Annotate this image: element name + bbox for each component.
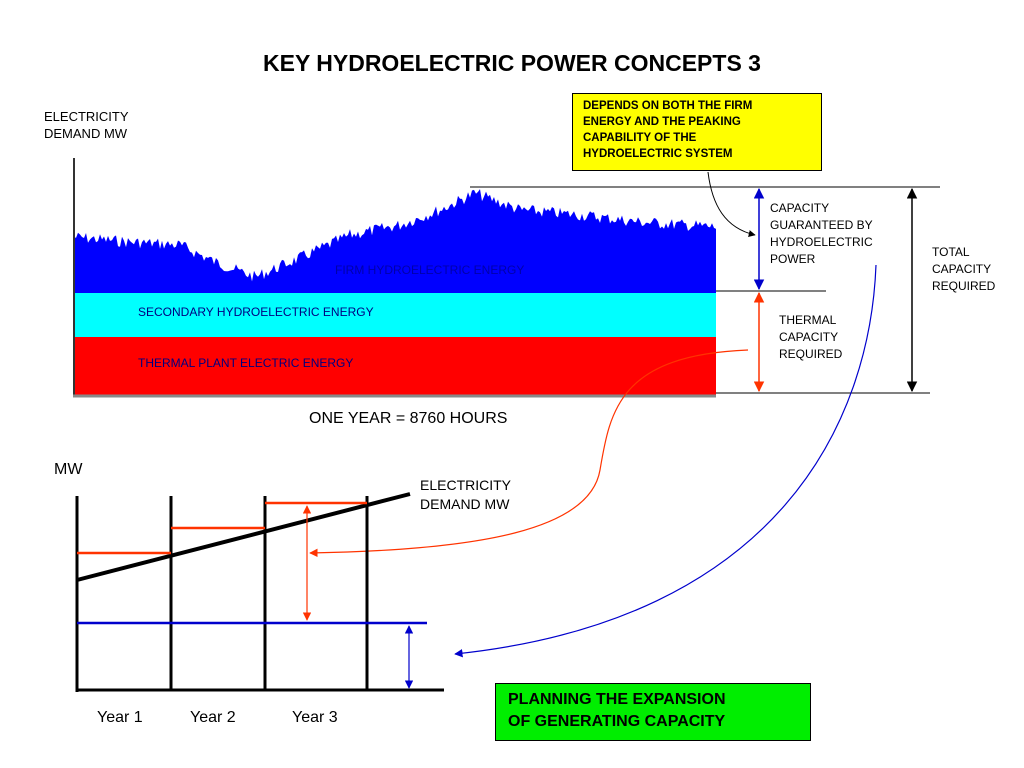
thermal-capacity-label: THERMAL CAPACITY REQUIRED [779,313,843,361]
secondary-band-label: SECONDARY HYDROELECTRIC ENERGY [138,305,374,319]
demand-trend-line [76,492,411,582]
bottom-y-axis-label: MW [54,461,83,478]
total-capacity-label: TOTAL CAPACITY REQUIRED [932,245,996,293]
secondary-hydro-band [74,293,716,337]
year-label-1: Year 1 [97,709,143,726]
year-label-3: Year 3 [292,709,338,726]
firm-band-label: FIRM HYDROELECTRIC ENERGY [335,263,525,277]
year-label-2: Year 2 [190,709,236,726]
firm-hydro-band [74,189,716,293]
planning-box: PLANNING THE EXPANSION OF GENERATING CAP… [495,683,811,741]
bottom-demand-label: ELECTRICITY DEMAND MW [420,477,512,512]
thermal-band [74,337,716,395]
callout-connector [707,171,756,237]
thermal-connector-curve [309,349,749,558]
top-y-axis-label: ELECTRICITY DEMAND MW [44,109,129,141]
callout-box: DEPENDS ON BOTH THE FIRM ENERGY AND THE … [572,93,822,171]
page-title: KEY HYDROELECTRIC POWER CONCEPTS 3 [263,50,761,76]
hydro-connector-curve [454,264,877,658]
capacity-guaranteed-label: CAPACITY GUARANTEED BY HYDROELECTRIC POW… [770,201,873,266]
top-x-axis-label: ONE YEAR = 8760 HOURS [309,410,508,427]
thermal-band-label: THERMAL PLANT ELECTRIC ENERGY [138,356,354,370]
